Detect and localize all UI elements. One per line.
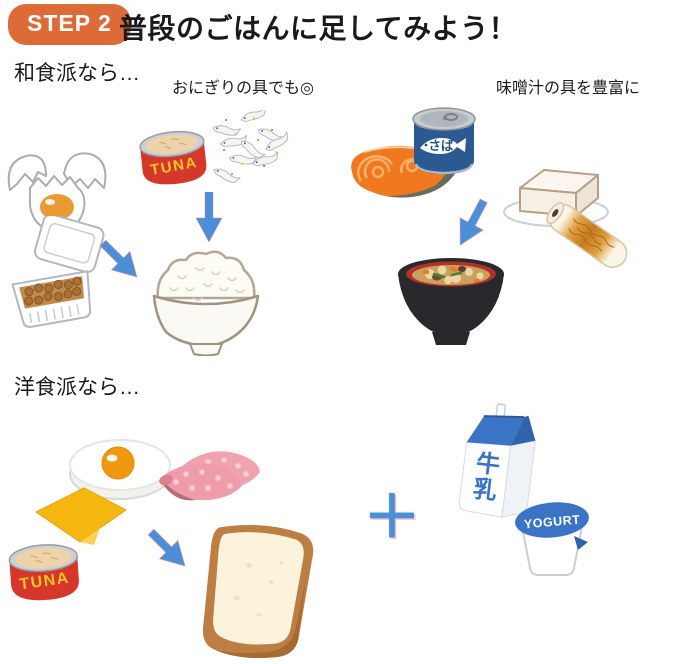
yoshoku-section-label: 洋食派なら… bbox=[14, 376, 140, 399]
bread-illustration bbox=[202, 525, 314, 659]
tuna-can-illustration: TUNA bbox=[8, 544, 79, 601]
page-title: 普段のごはんに足してみよう！ bbox=[119, 13, 518, 44]
tuna-can-label: TUNA bbox=[18, 570, 70, 594]
down-right-arrow-icon bbox=[99, 239, 138, 278]
saba-can-illustration: さば bbox=[412, 107, 476, 175]
miso-note: 味噌汁の具を豊富に bbox=[496, 80, 641, 97]
step-badge: STEP 2 bbox=[8, 4, 131, 45]
rice-bowl-illustration bbox=[152, 250, 260, 356]
down-right-arrow-icon bbox=[147, 528, 186, 567]
raw-egg-illustration bbox=[7, 152, 107, 231]
fried-egg-illustration bbox=[69, 439, 171, 500]
yogurt-cup-label: YOGURT bbox=[523, 513, 580, 532]
shirasu-illustration bbox=[211, 110, 292, 187]
milk-carton-illustration bbox=[458, 403, 536, 518]
saba-can-label: さば bbox=[428, 138, 454, 153]
down-arrow-icon bbox=[196, 192, 222, 242]
cheese-illustration bbox=[35, 487, 127, 545]
yogurt-cup-illustration: YOGURT bbox=[515, 502, 589, 576]
washoku-section-label: 和食派なら… bbox=[14, 62, 140, 85]
plus-sign: ＋ bbox=[363, 485, 422, 550]
natto-pack-illustration bbox=[11, 216, 105, 328]
tuna-can-illustration: TUNA bbox=[139, 130, 207, 185]
onigiri-note: おにぎりの具でも◎ bbox=[172, 80, 314, 97]
chikuwa-illustration bbox=[546, 201, 628, 268]
down-left-arrow-icon bbox=[459, 198, 488, 247]
ham-illustration bbox=[159, 451, 260, 501]
miso-soup-illustration bbox=[398, 258, 504, 345]
